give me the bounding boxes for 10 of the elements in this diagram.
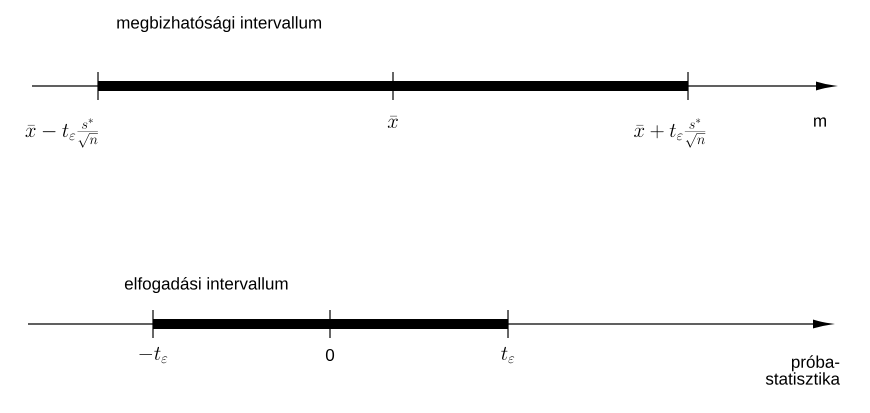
- interval-title: elfogadási intervallum: [124, 276, 288, 294]
- axis-label: m: [814, 117, 826, 127]
- formula-label: $-t_{\varepsilon}$: [139, 346, 168, 364]
- formula-label: $t_{\varepsilon}$: [501, 346, 514, 364]
- interval-title: 0: [326, 348, 334, 362]
- interval-title: megbizhatósági intervallum: [117, 16, 322, 32]
- formula-label: $\bar{x}-t_{\varepsilon}\frac{s^{*}}{\sqrt{n}}$: [26, 118, 98, 148]
- axis-label: próba- statisztika: [766, 355, 840, 385]
- formula-label: $\bar{x}+t_{\varepsilon}\frac{s^{*}}{\sqrt{n}}$: [634, 118, 706, 148]
- formula-label: $\bar{x}$: [388, 116, 398, 128]
